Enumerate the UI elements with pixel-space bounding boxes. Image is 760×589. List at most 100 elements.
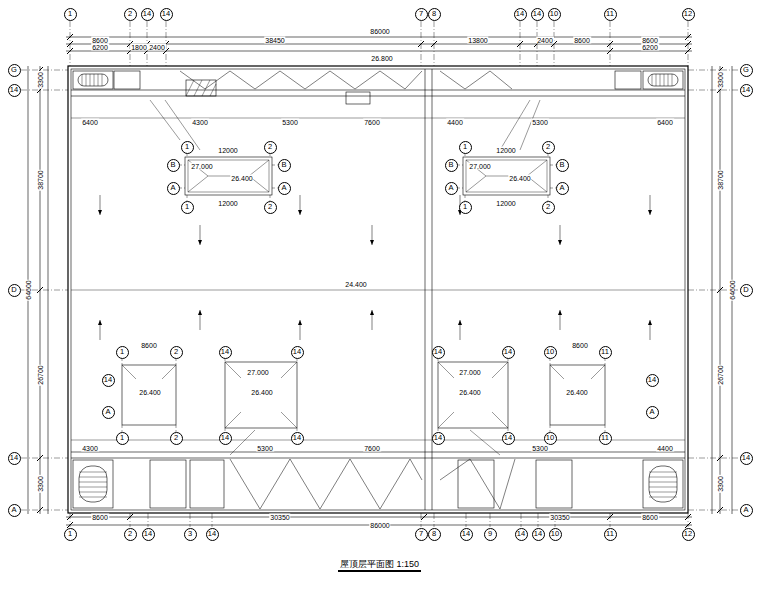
elevation-text: 26.400	[508, 175, 531, 182]
axis-bubble: 14	[160, 8, 173, 21]
axis-number: A	[743, 506, 748, 514]
axis-number: 2	[174, 348, 178, 356]
axis-number: 1	[185, 203, 189, 211]
axis-number: 14	[10, 86, 18, 94]
axis-number: A	[559, 184, 564, 192]
axis-bubble: 14	[142, 528, 155, 541]
dimension-text: 3300	[717, 475, 724, 493]
axis-number: 10	[551, 530, 559, 538]
axis-number: 11	[606, 10, 614, 18]
elevation-text: 8600	[140, 342, 158, 349]
axis-bubble: 7	[415, 8, 428, 21]
axis-number: 10	[546, 348, 554, 356]
axis-bubble: 14	[502, 346, 515, 359]
axis-bubble: 2	[264, 141, 277, 154]
axis-bubble: 2	[542, 201, 555, 214]
elevation-text: 4400	[656, 445, 674, 452]
axis-number: A	[281, 184, 286, 192]
axis-number: 2	[128, 10, 132, 18]
elevation-text: 8600	[571, 342, 589, 349]
axis-number: B	[559, 161, 564, 169]
axis-number: 14	[742, 454, 750, 462]
elevation-text: 7600	[363, 119, 381, 126]
axis-number: 14	[648, 376, 656, 384]
axis-number: 14	[208, 530, 216, 538]
axis-bubble: 14	[219, 432, 232, 445]
axis-number: 14	[434, 348, 442, 356]
axis-number: 14	[293, 434, 301, 442]
elevation-text: 4300	[81, 445, 99, 452]
axis-bubble: 10	[544, 432, 557, 445]
axis-number: 12	[684, 10, 692, 18]
elevation-text: 26.400	[458, 389, 481, 396]
axis-number: 14	[434, 434, 442, 442]
axis-number: 2	[546, 143, 550, 151]
axis-number: 8	[432, 10, 436, 18]
axis-bubble: 1	[64, 8, 77, 21]
axis-number: 14	[534, 530, 542, 538]
elevation-text: 26.400	[250, 389, 273, 396]
dimension-text: 2400	[148, 44, 166, 51]
axis-number: 1	[68, 10, 72, 18]
axis-number: D	[11, 286, 16, 294]
axis-bubble: G	[8, 64, 21, 77]
elevation-text: 5300	[281, 119, 299, 126]
axis-number: 12	[684, 530, 692, 538]
dimension-text: 86000	[369, 28, 390, 35]
axis-number: 3	[188, 530, 192, 538]
axis-bubble: 2	[170, 346, 183, 359]
axis-number: 1	[463, 143, 467, 151]
elevation-text: 4400	[446, 119, 464, 126]
elevation-text: 5300	[531, 445, 549, 452]
axis-number: 7	[419, 10, 423, 18]
axis-number: 14	[144, 530, 152, 538]
axis-bubble: 11	[604, 528, 617, 541]
axis-number: 14	[104, 376, 112, 384]
axis-bubble: 14	[532, 528, 545, 541]
axis-bubble: 1	[459, 141, 472, 154]
axis-number: 14	[533, 10, 541, 18]
dimension-text: 64600	[25, 279, 32, 300]
axis-number: A	[448, 184, 453, 192]
dimension-text: 8600	[573, 37, 591, 44]
axis-bubble: 14	[646, 374, 659, 387]
axis-bubble: 14	[514, 8, 527, 21]
dimension-text: 30350	[269, 514, 290, 521]
axis-bubble: 11	[599, 432, 612, 445]
axis-bubble: D	[8, 284, 21, 297]
axis-number: 1	[120, 348, 124, 356]
dimension-text: 6200	[91, 44, 109, 51]
elevation-text: 12000	[217, 147, 238, 154]
axis-bubble: D	[740, 284, 753, 297]
elevation-text: 26.400	[230, 175, 253, 182]
axis-number: 14	[221, 434, 229, 442]
axis-number: 11	[601, 434, 609, 442]
axis-number: 1	[185, 143, 189, 151]
axis-number: 2	[268, 203, 272, 211]
axis-number: 14	[293, 348, 301, 356]
axis-bubble: A	[445, 182, 458, 195]
axis-number: 14	[462, 530, 470, 538]
axis-bubble: 1	[459, 201, 472, 214]
elevation-text: 27.000	[458, 369, 481, 376]
dimension-text: 8600	[641, 37, 659, 44]
axis-number: 11	[601, 348, 609, 356]
elevation-text: 7600	[363, 445, 381, 452]
axis-bubble: 14	[291, 346, 304, 359]
dimension-text: 26700	[717, 364, 724, 385]
axis-number: G	[11, 66, 17, 74]
axis-number: 2	[268, 143, 272, 151]
axis-bubble: 10	[548, 8, 561, 21]
axis-bubble: 14	[460, 528, 473, 541]
axis-bubble: 10	[544, 346, 557, 359]
axis-bubble: 7	[415, 528, 428, 541]
dimension-text: 38700	[717, 169, 724, 190]
axis-bubble: 9	[484, 528, 497, 541]
elevation-text: 12000	[217, 200, 238, 207]
axis-number: D	[743, 286, 748, 294]
elevation-text: 6400	[81, 119, 99, 126]
axis-bubble: 11	[599, 346, 612, 359]
axis-bubble: 1	[181, 141, 194, 154]
axis-bubble: B	[445, 159, 458, 172]
elevation-text: 26.400	[138, 389, 161, 396]
